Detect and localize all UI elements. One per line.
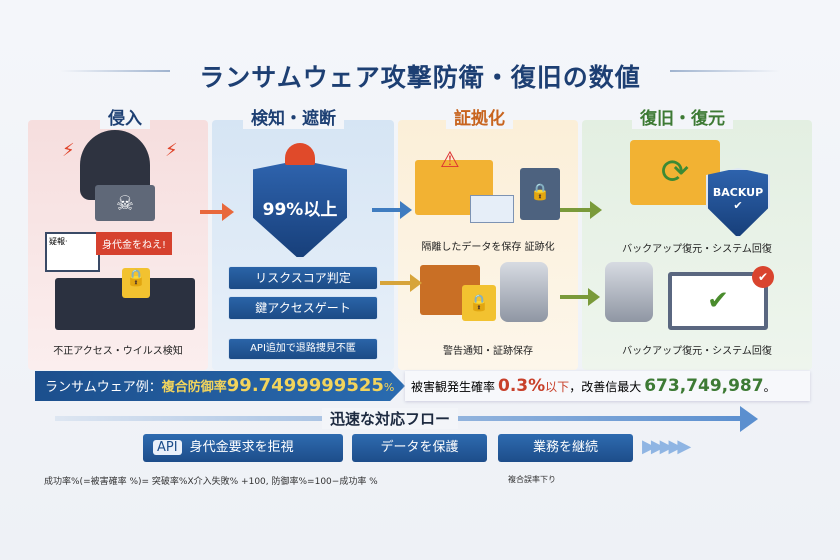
api-badge: API [153,440,182,455]
loss-value: 673,749,987 [644,376,764,396]
screen-label: 疑報· [49,237,68,246]
metric-label: 複合防御率 [161,380,227,395]
arrow-head [590,201,602,219]
arrow-connector [380,281,410,285]
monitor-icon: 疑報· [45,232,100,272]
lightning-icon: ⚡ [165,140,178,161]
mail-icon [470,195,514,223]
arrow-connector [200,210,222,214]
api-caption-button[interactable]: API追加で退路捜見不匿 [228,338,378,360]
stage-header-intrusion: 侵入 [100,104,150,129]
stage-header-evidence: 証拠化 [446,104,513,129]
title-divider [670,70,780,72]
flow-step-protect-data[interactable]: データを保護 [352,434,487,462]
lock-icon: 🔒 [122,268,150,298]
formula-text: 成功率%(=被害確率 %)= 突破率%X介入失敗% +100, 防御率%=100… [44,477,378,487]
loss-label: 改善信最大 [581,380,642,394]
flow-label: 迅速な対応フロー [322,408,459,429]
locked-document-icon: 🔒 [520,168,560,220]
backup-label: BACKUP [712,186,764,199]
alarm-light-icon [285,143,315,165]
arrow-connector [560,208,590,212]
access-gate-button[interactable]: 鍵アクセスゲート [228,296,378,320]
padlock-icon: 🔒 [462,285,496,321]
damage-label: 被害観発生確率 [411,380,496,394]
stage-header-recovery: 復旧・復元 [632,104,733,129]
caption-recovery: バックアップ復元・システム回復 [622,346,772,357]
check-badge-icon: ✔ [752,266,774,288]
laptop-check-icon: ✔ [668,272,768,330]
banner-prefix: ランサムウェア例： [45,380,162,395]
arrow-head [400,201,412,219]
chevrons-icon: ▶▶▶▶▶ [642,436,691,457]
arrow-connector [560,295,588,299]
page-title: ランサムウェア攻撃防衛・復旧の数値 [199,63,641,92]
caption-evidence: 警告通知・証跡保存 [443,346,533,357]
title-divider [60,70,170,72]
ransom-note: 身代金をねえ! [96,232,173,255]
caption-recovery-top: バックアップ復元・システム回復 [622,244,772,255]
skull-icon: ☠ [95,185,155,221]
caption-evidence-top: 隔離したデータを保存 証跡化 [421,242,555,253]
step-label: 身代金要求を拒視 [189,440,294,455]
flow-step-refuse-ransom[interactable]: API 身代金要求を拒視 [143,434,343,462]
lightning-icon: ⚡ [62,140,75,161]
arrow-connector [372,208,400,212]
metric-unit: % [383,381,395,394]
folder-sync-icon: ⟳ [630,140,720,205]
caption-intrusion: 不正アクセス・ウイルス検知 [53,346,183,357]
arrow-head [410,274,422,292]
defense-rate-banner: ランサムウェア例：複合防御率99.7499999525% [35,371,405,401]
formula-note: 複合誤率下り [508,475,556,484]
database-icon [500,262,548,322]
arrow-head [588,288,600,306]
stage-header-detection: 検知・遮断 [243,104,344,129]
flow-step-continue-business[interactable]: 業務を継続 [498,434,633,462]
loss-suffix: 。 [763,380,776,394]
risk-score-button[interactable]: リスクスコア判定 [228,266,378,290]
flow-arrow-head [740,406,758,432]
metric-value: 99.7499999525 [226,375,384,396]
damage-suffix: 以下 [545,380,570,394]
arrow-head [222,203,234,221]
separator: ， [569,380,582,394]
shield-text: 99%以上 [262,200,338,220]
server-icon [605,262,653,322]
damage-value: 0.3% [498,376,546,396]
warning-icon: ⚠ [440,148,460,173]
